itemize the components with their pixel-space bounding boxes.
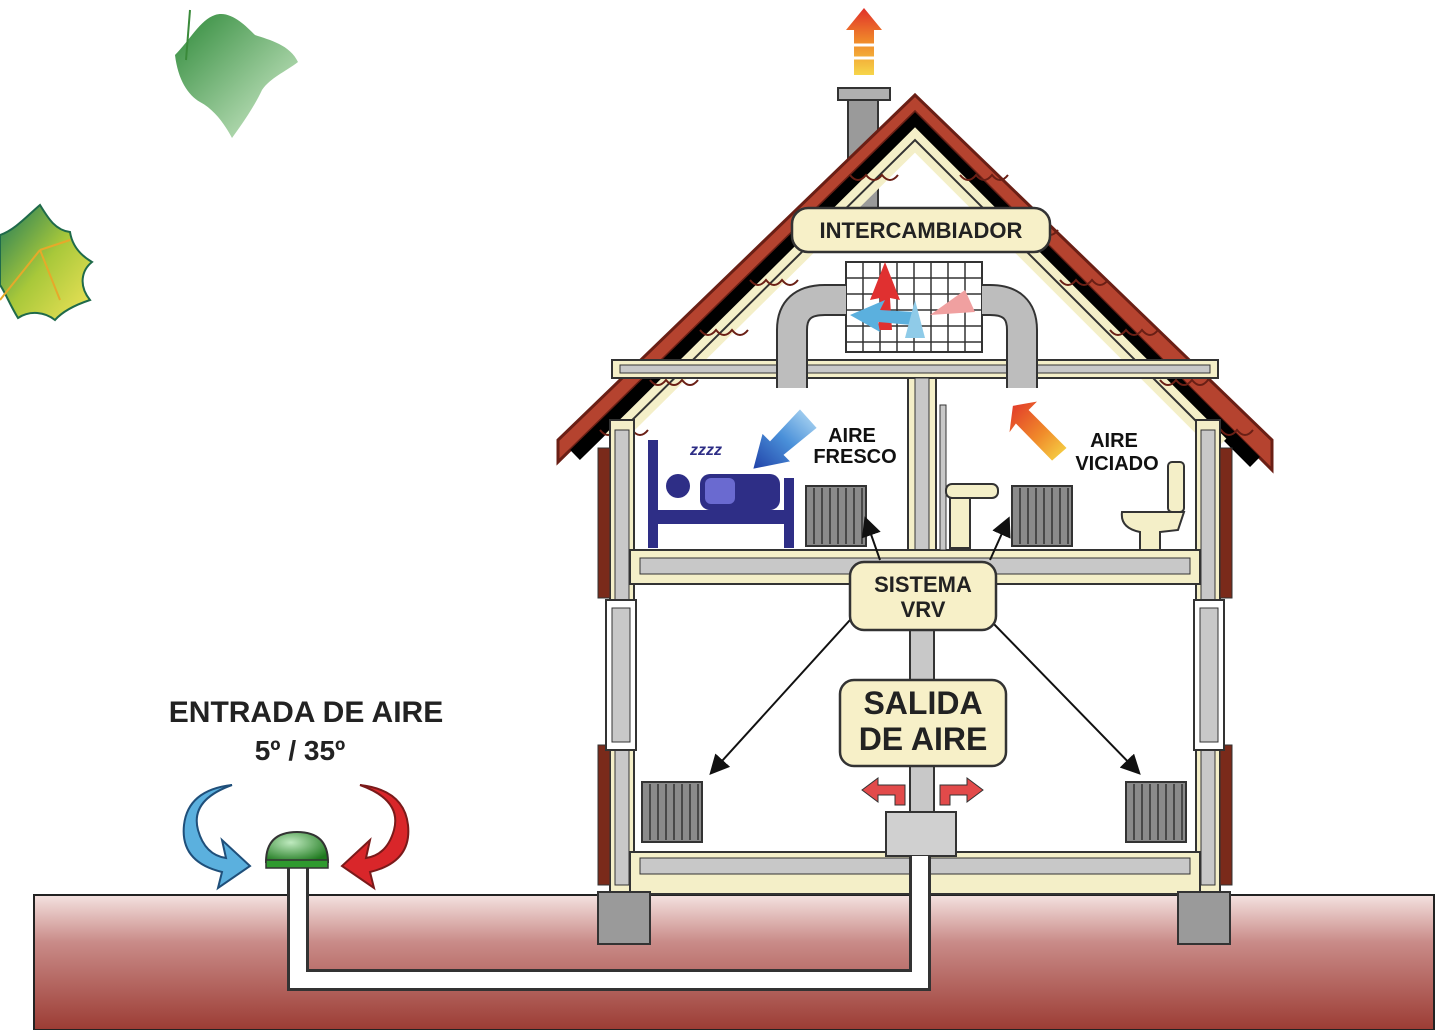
aire-viciado-label-2: VICIADO xyxy=(1075,453,1158,475)
entrada-de-aire-label: ENTRADA DE AIRE xyxy=(169,696,443,729)
entrada-temperature-label: 5º / 35º xyxy=(255,735,346,766)
maple-leaf-icon xyxy=(0,203,94,322)
air-outlet-box xyxy=(885,811,957,857)
roof xyxy=(556,92,1274,474)
curved-arrow-icon xyxy=(182,784,252,891)
toilet-icon xyxy=(1120,461,1186,551)
underground-pipe xyxy=(287,856,931,991)
bed-icon: zzzz xyxy=(648,440,794,548)
aire-fresco-label-2: FRESCO xyxy=(813,446,896,468)
aire-fresco-label: AIRE xyxy=(828,425,876,447)
salida-de-aire-label: SALIDA DE AIRE xyxy=(838,678,1008,768)
intake-cap-icon xyxy=(264,830,330,869)
outlet-arrow-icon xyxy=(861,777,984,806)
radiator-icon xyxy=(641,781,703,843)
attic-ducts xyxy=(776,284,1038,388)
leaf-icon xyxy=(175,9,298,138)
svg-text:VRV: VRV xyxy=(901,597,946,622)
distribution-arrows xyxy=(709,516,1141,775)
radiator-icon xyxy=(1125,781,1187,843)
heat-exchanger-grid-icon xyxy=(845,261,983,353)
fresh-air-arrow-icon xyxy=(750,406,820,472)
svg-text:DE AIRE: DE AIRE xyxy=(859,721,988,757)
svg-text:INTERCAMBIADOR: INTERCAMBIADOR xyxy=(820,218,1023,243)
curved-arrow-icon xyxy=(340,784,410,891)
radiator-icon xyxy=(805,485,867,547)
stale-air-arrow-icon xyxy=(1007,398,1070,464)
svg-text:SALIDA: SALIDA xyxy=(863,685,982,721)
svg-text:zzzz: zzzz xyxy=(689,442,722,459)
radiator-icon xyxy=(1011,485,1073,547)
aire-viciado-label: AIRE xyxy=(1090,430,1138,452)
sistema-vrv-label: SISTEMA VRV xyxy=(848,560,998,632)
svg-text:SISTEMA: SISTEMA xyxy=(874,572,972,597)
intercambiador-label: INTERCAMBIADOR xyxy=(790,206,1052,254)
exhaust-arrow-icon xyxy=(846,8,882,75)
sink-icon xyxy=(939,404,999,551)
house-walls xyxy=(597,377,1233,893)
